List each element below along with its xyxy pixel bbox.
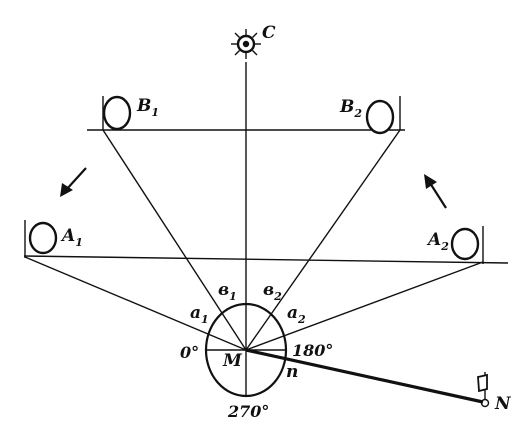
- sun-label: C: [262, 23, 276, 43]
- v1-label: в1: [218, 280, 237, 303]
- n-big-label: N: [494, 394, 512, 414]
- b1-label: B1: [136, 96, 159, 119]
- a1-object: [28, 221, 58, 255]
- sight-line-b2: [245, 129, 401, 351]
- a2-object: [450, 227, 480, 261]
- arrow-down-left-icon: [60, 167, 87, 197]
- deg-0-label: 0°: [180, 343, 199, 362]
- b2-object: [365, 99, 395, 135]
- v2-label: в2: [263, 280, 282, 303]
- n-small-label: n: [286, 362, 298, 382]
- deg-180-label: 180°: [292, 341, 333, 360]
- lower-a2-label: a2: [287, 303, 306, 326]
- direction-line-n: [245, 348, 484, 404]
- arrow-up-left-icon: [424, 174, 447, 209]
- a1-label: A1: [60, 226, 83, 249]
- deg-270-label: 270°: [227, 402, 269, 421]
- sight-line-b1: [102, 129, 247, 351]
- b1-object: [102, 95, 132, 131]
- sight-line-a1: [24, 256, 247, 351]
- a2-label: A2: [426, 230, 449, 253]
- lower-horizon-line: [23, 255, 509, 264]
- lower-a1-label: a1: [190, 303, 209, 326]
- flag-icon: [477, 372, 490, 408]
- center-label: M: [222, 351, 243, 371]
- sun-icon: [231, 29, 261, 59]
- b2-label: B2: [339, 97, 362, 120]
- sight-line-a2: [245, 261, 484, 351]
